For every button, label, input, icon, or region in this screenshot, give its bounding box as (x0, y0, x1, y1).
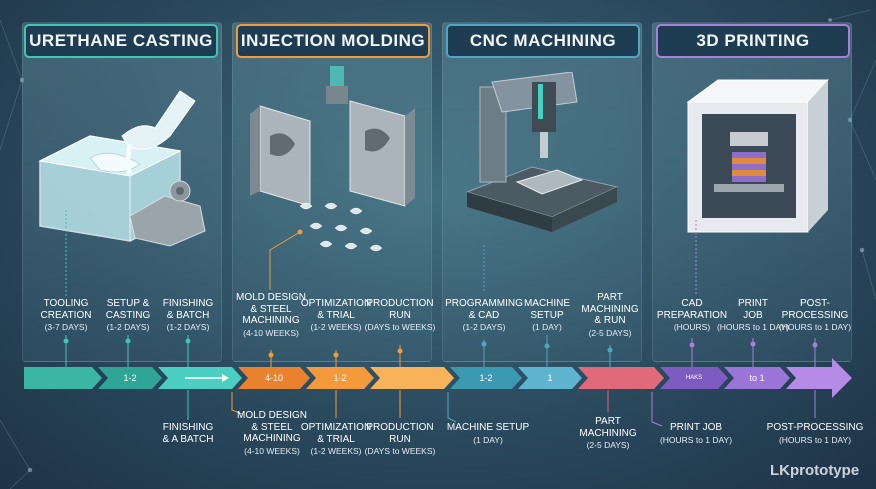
arrow-label-cnc-1: 1-2 (479, 373, 493, 383)
step-label-optimization: OPTIMIZATION & TRIAL(1-2 WEEKS) (300, 298, 372, 332)
step-label-tooling: TOOLING CREATION(3-7 DAYS) (40, 298, 92, 332)
step-label-production-run: PRODUCTION RUN(DAYS to WEEKS) (364, 298, 436, 332)
cnc-machine-icon (465, 72, 619, 232)
bottom-label-production-run: PRODUCTION RUN(DAYS to WEEKS) (364, 422, 436, 456)
arrow-label-injection-2: 1-2 (333, 373, 347, 383)
bottom-label-finishing-batch: FINISHING & A BATCH (162, 422, 214, 445)
title-injection-molding: INJECTION MOLDING (236, 24, 430, 58)
bottom-label-optimization: OPTIMIZATION & TRIAL(1-2 WEEKS) (300, 422, 372, 456)
title-3d-printing: 3D PRINTING (656, 24, 850, 58)
step-label-finishing-batch: FINISHING & BATCH(1-2 DAYS) (162, 298, 214, 332)
bottom-label-machine-setup: MACHINE SETUP(1 DAY) (446, 422, 530, 445)
step-label-part-machining: PART MACHINING & RUN(2-5 DAYS) (581, 292, 639, 338)
step-label-setup-casting: SETUP & CASTING(1-2 DAYS) (105, 298, 151, 332)
brand-watermark: LKprototype (770, 462, 860, 479)
title-cnc-machining: CNC MACHINING (446, 24, 640, 58)
step-label-cad-preparation: CAD PREPARATION(HOURS) (656, 298, 728, 332)
bottom-label-mold-design: MOLD DESIGN & STEEL MACHINING(4-10 WEEKS… (236, 410, 308, 456)
bottom-label-print-job: PRINT JOB(HOURS to 1 DAY) (659, 422, 733, 445)
arrow-label-urethane-2: 1-2 (123, 373, 137, 383)
arrow-label-cnc-2: 1 (547, 373, 553, 383)
arrow-label-printing-2: to 1 (749, 373, 765, 383)
step-label-machine-setup: MACHINE SETUP(1 DAY) (523, 298, 571, 332)
3d-printer-icon (686, 79, 830, 233)
arrow-label-injection-1: 4-10 (264, 373, 283, 383)
step-label-mold-design: MOLD DESIGN & STEEL MACHINING(4-10 WEEKS… (235, 292, 307, 338)
bottom-label-part-machining: MACHINE SETUPPART MACHINING(2-5 DAYS) (579, 416, 637, 450)
mold-box-icon (38, 90, 206, 247)
bottom-label-post-processing: POST-PROCESSING(HOURS to 1 DAY) (766, 422, 864, 445)
step-label-print-job: PRINT JOB(HOURS to 1 DAY) (716, 298, 790, 332)
title-urethane-casting: URETHANE CASTING (24, 24, 218, 58)
arrow-label-printing-1: HAKS (685, 375, 703, 381)
step-label-post-processing: POST- PROCESSING(HOURS to 1 DAY) (778, 298, 852, 332)
step-label-programming: PROGRAMMING & CAD(1-2 DAYS) (445, 298, 523, 332)
injection-mold-icon (250, 66, 415, 252)
